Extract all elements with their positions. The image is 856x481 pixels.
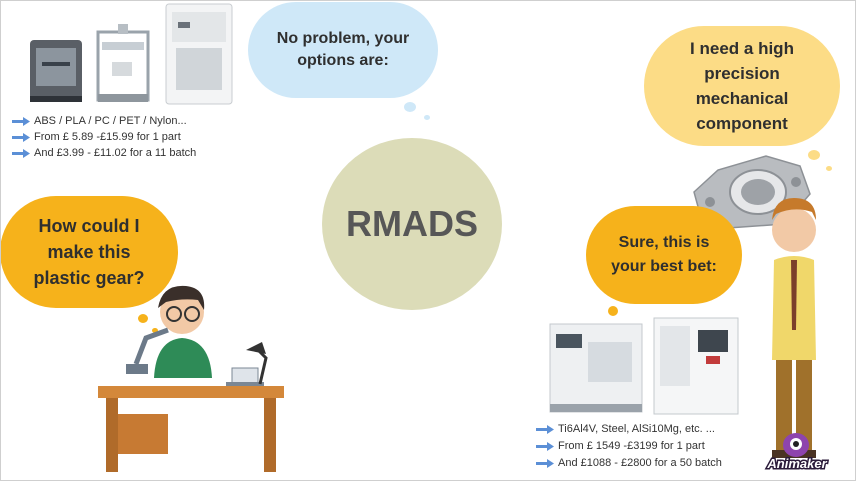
high-precision-thought-bubble: I need a high precision mechanical compo… [644,26,840,146]
metal-materials-line: Ti6Al4V, Steel, AlSi10Mg, etc. ... [536,423,715,435]
bubble-tail-dot [138,314,148,323]
best-bet-speech-bubble: Sure, this is your best bet: [586,206,742,304]
center-circle: RMADS [322,138,502,310]
metal-batch-price-text: And £1088 - £2800 for a 50 batch [558,457,722,469]
plastic-materials-text: ABS / PLA / PC / PET / Nylon... [34,115,187,127]
metal-single-price-line: From £ 1549 -£3199 for 1 part [536,440,705,452]
arrow-right-icon [536,441,554,451]
person-at-desk-illustration [98,285,284,472]
plastic-single-price-line: From £ 5.89 -£15.99 for 1 part [12,131,181,143]
bubble-tail-dot [826,166,832,171]
metal-single-price-text: From £ 1549 -£3199 for 1 part [558,440,705,452]
desk-lamp-icon [246,342,268,385]
plastic-gear-speech-bubble: How could I make this plastic gear? [0,196,178,308]
bubble-tail-dot [152,328,158,333]
center-title: RMADS [346,203,478,244]
standing-man-illustration [772,198,816,458]
bubble-tail-dot [808,150,820,160]
plastic-single-price-text: From £ 5.89 -£15.99 for 1 part [34,131,181,143]
arrow-right-icon [12,148,30,158]
bubble-tail-dot [608,306,618,316]
printer-frame-icon [96,24,150,102]
plastic-batch-price-line: And £3.99 - £11.02 for a 11 batch [12,147,196,159]
animaker-logo-text: Animaker [766,455,828,473]
metal-printer-wide-icon [549,323,643,413]
arrow-right-icon [12,116,30,126]
laptop-icon [226,367,264,386]
arrow-right-icon [12,132,30,142]
plastic-batch-price-text: And £3.99 - £11.02 for a 11 batch [34,147,197,159]
metal-materials-text: Ti6Al4V, Steel, AlSi10Mg, etc. ... [558,423,715,435]
plastic-3d-printers-image [30,3,233,105]
printer-small-icon [30,40,82,102]
robot-arm-icon [126,327,169,374]
metal-3d-printers-image [549,317,739,415]
plastic-gear-text: How could I make this plastic gear? [33,216,145,288]
bubble-tail-dot [424,115,430,120]
printer-large-icon [165,3,233,105]
person-figure [154,285,212,378]
arrow-right-icon [536,424,554,434]
options-bubble-text: No problem, your options are: [276,30,410,69]
bubble-tail-dot [404,102,416,112]
options-speech-bubble: No problem, your options are: [248,2,438,98]
arrow-right-icon [536,458,554,468]
metal-printer-tall-icon [653,317,739,415]
best-bet-text: Sure, this is your best bet: [611,234,717,275]
metal-batch-price-line: And £1088 - £2800 for a 50 batch [536,457,722,469]
plastic-materials-line: ABS / PLA / PC / PET / Nylon... [12,115,187,127]
desk-icon [98,386,284,472]
high-precision-text: I need a high precision mechanical compo… [690,39,794,133]
animaker-mascot-icon [783,433,809,457]
animaker-logo: Animaker [752,430,842,476]
